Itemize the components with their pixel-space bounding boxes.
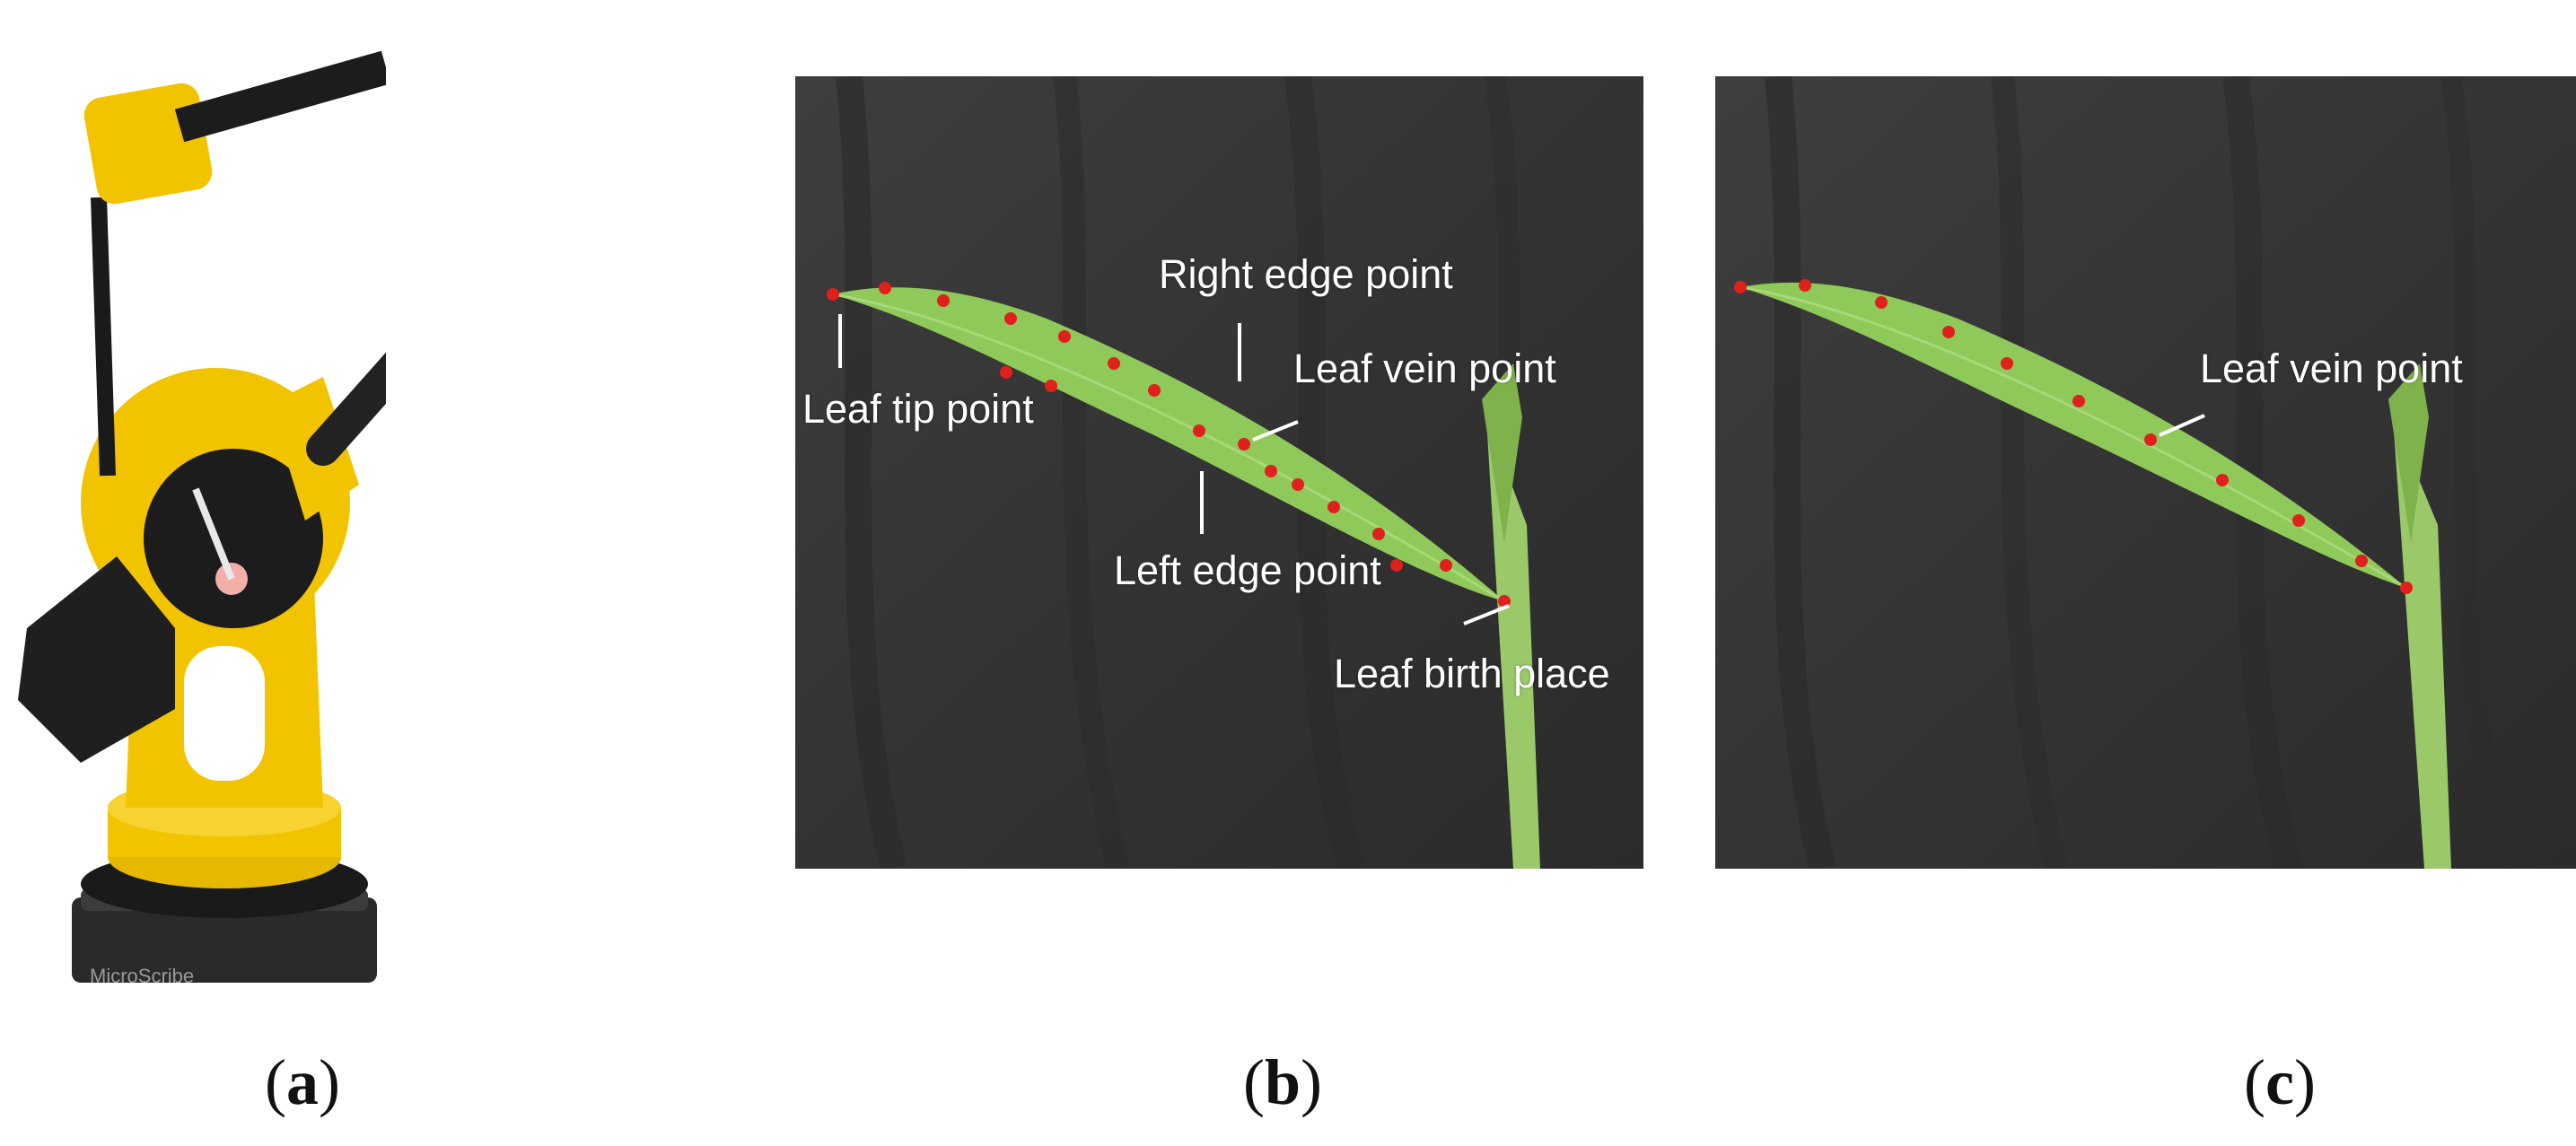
- caption-a: (a): [265, 1046, 340, 1118]
- leaf-scene-c: [1715, 76, 2576, 869]
- leaf-photo-vein: Leaf vein point: [1715, 76, 2576, 869]
- leaf-scene-b: [795, 76, 1643, 869]
- caption-c: (c): [2244, 1046, 2316, 1118]
- label-leaf-tip-point: Leaf tip point: [802, 386, 1034, 432]
- label-leaf-vein-point: Leaf vein point: [1293, 346, 1556, 391]
- label-left-edge-point: Left edge point: [1114, 547, 1381, 593]
- digitizer-arm-illustration: [18, 50, 386, 983]
- label-leaf-vein-point-c: Leaf vein point: [2200, 346, 2463, 391]
- label-leaf-birth-place: Leaf birth place: [1334, 651, 1610, 696]
- label-right-edge-point: Right edge point: [1159, 251, 1453, 297]
- arm-logo-text: MicroScribe: [90, 965, 195, 987]
- leaf-photo-labeled: Leaf tip point Right edge point Leaf vei…: [795, 76, 1643, 869]
- caption-b: (b): [1243, 1046, 1323, 1118]
- digitizer-arm-photo: MicroScribe: [0, 0, 386, 1023]
